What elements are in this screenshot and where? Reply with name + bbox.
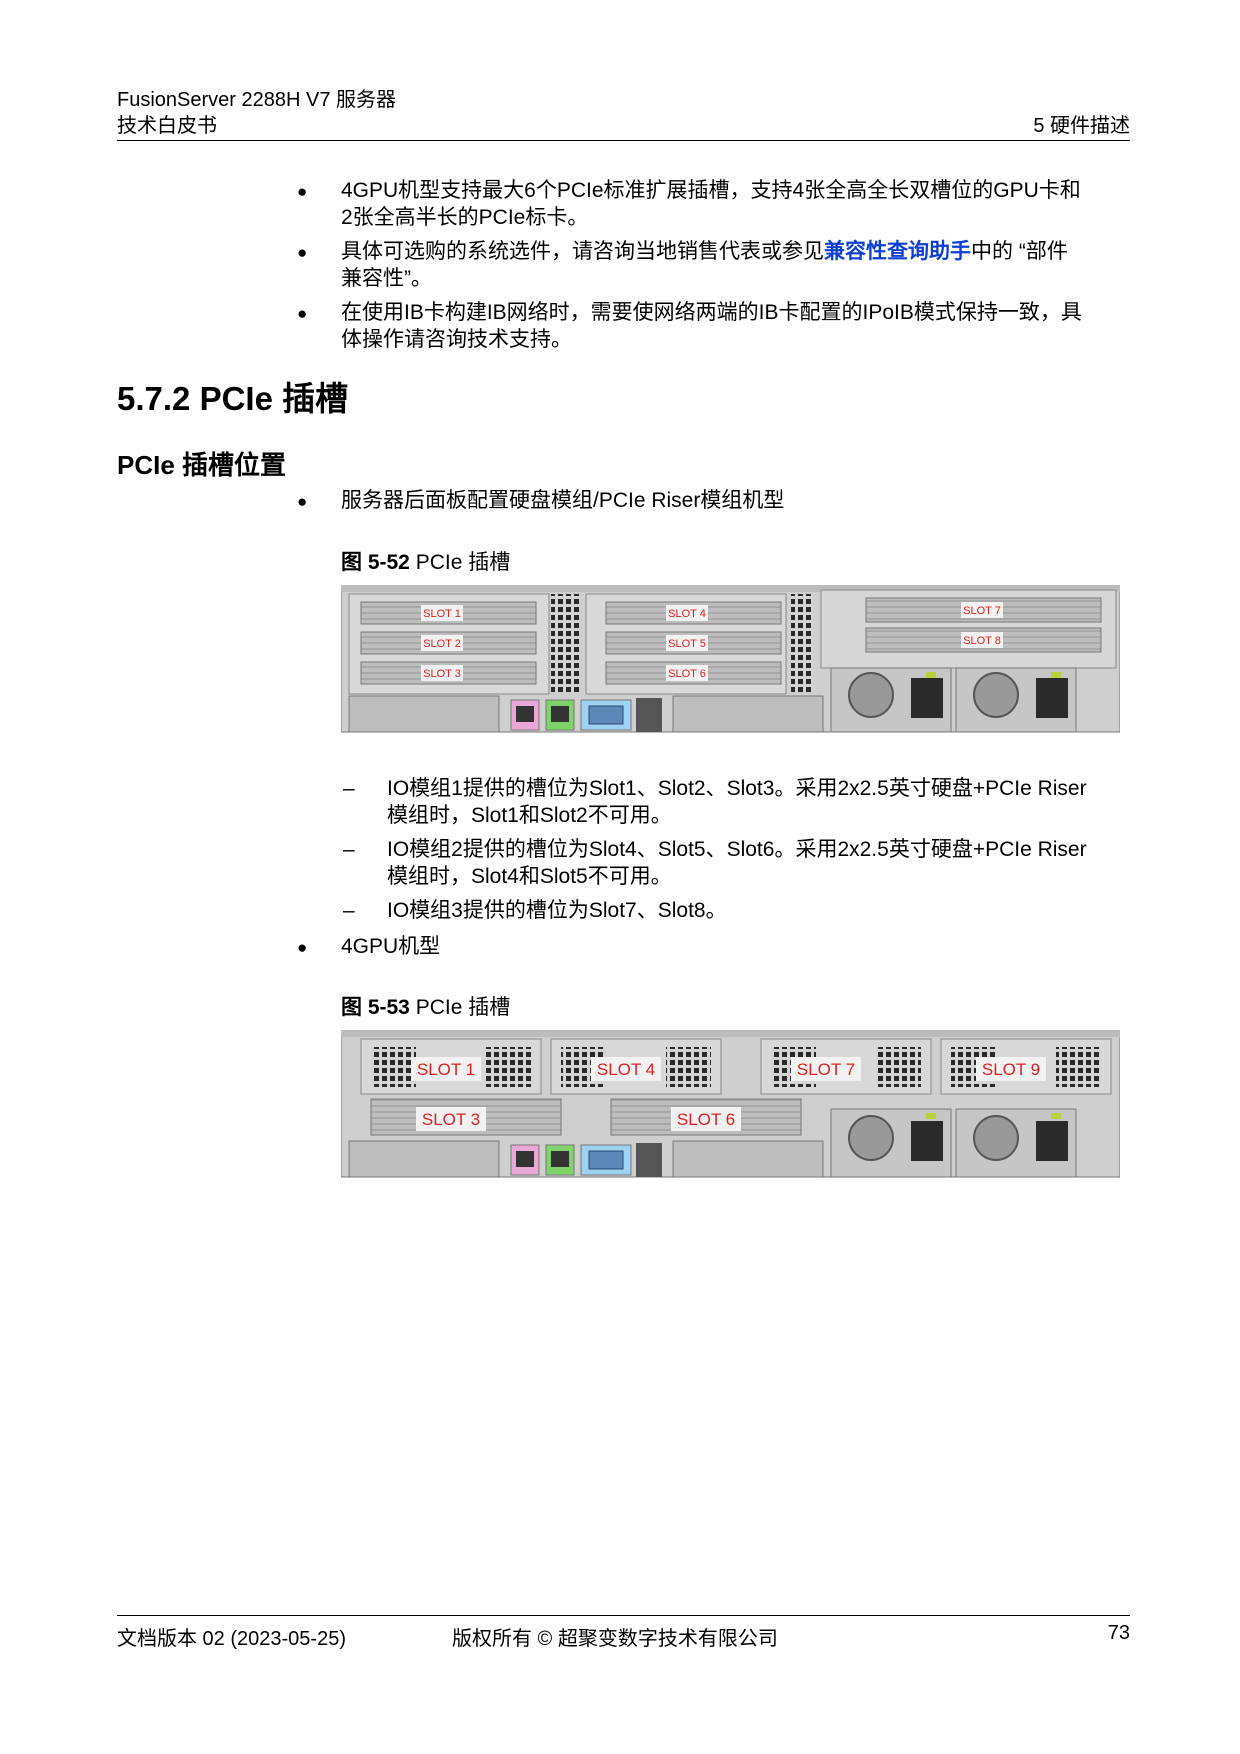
dash-marker: – <box>343 777 355 800</box>
figure2-label: 图 5-53 <box>341 996 410 1019</box>
bullet-item-2-line1: 具体可选购的系统选件，请咨询当地销售代表或参见兼容性查询助手中的 “部件 <box>341 238 1068 265</box>
figure2-title: PCIe 插槽 <box>409 996 511 1019</box>
bullet-item-1-line2: 2张全高半长的PCIe标卡。 <box>341 206 589 229</box>
figure2-rear-panel: SLOT 1 SLOT 4 SLOT 7 SLOT 9 SLOT 3 SLOT … <box>341 1030 1120 1178</box>
figure1-label: 图 5-52 <box>341 551 410 574</box>
figure2-slot-3-label: SLOT 3 <box>422 1110 480 1129</box>
figure1-slot-6-label: SLOT 6 <box>668 668 706 680</box>
header-chapter: 5 硬件描述 <box>1033 115 1130 137</box>
figure1-slot-7-label: SLOT 7 <box>963 605 1001 617</box>
bullet-model-2: 4GPU机型 <box>341 935 441 958</box>
header-product: FusionServer 2288H V7 服务器 <box>117 89 397 111</box>
bullet-dot: ● <box>297 182 308 201</box>
dash-item-3: IO模组3提供的槽位为Slot7、Slot8。 <box>387 899 727 922</box>
footer-page-number: 73 <box>1107 1622 1130 1644</box>
dash-marker: – <box>343 838 355 861</box>
figure1-slot-8-label: SLOT 8 <box>963 635 1001 647</box>
bullet-dot: ● <box>297 938 308 957</box>
figure1-slot-1-label: SLOT 1 <box>423 608 461 620</box>
dash-item-2: IO模组2提供的槽位为Slot4、Slot5、Slot6。采用2x2.5英寸硬盘… <box>387 836 1087 890</box>
bullet-item-3-line2: 体操作请咨询技术支持。 <box>341 328 572 351</box>
dash-item-1-line2: 模组时，Slot1和Slot2不可用。 <box>387 804 672 827</box>
bullet-model-1: 服务器后面板配置硬盘模组/PCIe Riser模组机型 <box>341 489 785 512</box>
figure2-slot-9-label: SLOT 9 <box>982 1060 1040 1079</box>
figure1-slot-4-label: SLOT 4 <box>668 608 706 620</box>
bullet-dot: ● <box>297 492 308 511</box>
footer-version: 文档版本 02 (2023-05-25) <box>117 1628 346 1650</box>
figure1-rear-panel: SLOT 1 SLOT 2 SLOT 3 SLOT 4 SLOT 5 SLOT … <box>341 585 1120 733</box>
bullet-item-3-line1: 在使用IB卡构建IB网络时，需要使网络两端的IB卡配置的IPoIB模式保持一致，… <box>341 301 1082 324</box>
bullet-item-2-text-post: 中的 “部件 <box>971 240 1068 263</box>
bullet-item-2: 具体可选购的系统选件，请咨询当地销售代表或参见兼容性查询助手中的 “部件 兼容性… <box>341 238 1068 292</box>
figure2-caption: 图 5-53 PCIe 插槽 <box>341 991 510 1021</box>
bullet-item-1: 4GPU机型支持最大6个PCIe标准扩展插槽，支持4张全高全长双槽位的GPU卡和… <box>341 177 1081 231</box>
figure1-slot-2-label: SLOT 2 <box>423 638 461 650</box>
header-doc-type: 技术白皮书 <box>117 115 217 137</box>
figure1-slot-3-label: SLOT 3 <box>423 668 461 680</box>
figure1-title: PCIe 插槽 <box>409 551 511 574</box>
figure2-slot-1-label: SLOT 1 <box>417 1060 475 1079</box>
bullet-item-3: 在使用IB卡构建IB网络时，需要使网络两端的IB卡配置的IPoIB模式保持一致，… <box>341 299 1082 353</box>
figure1-slot-labels: SLOT 1 SLOT 2 SLOT 3 SLOT 4 SLOT 5 SLOT … <box>421 602 1003 681</box>
dash-item-1-line1: IO模组1提供的槽位为Slot1、Slot2、Slot3。采用2x2.5英寸硬盘… <box>387 777 1087 800</box>
figure2-slot-7-label: SLOT 7 <box>797 1060 855 1079</box>
dash-item-2-line2: 模组时，Slot4和Slot5不可用。 <box>387 865 672 888</box>
header-rule <box>117 140 1130 141</box>
bullet-item-1-line1: 4GPU机型支持最大6个PCIe标准扩展插槽，支持4张全高全长双槽位的GPU卡和 <box>341 179 1081 202</box>
dash-marker: – <box>343 899 355 922</box>
figure2-slot-labels: SLOT 1 SLOT 4 SLOT 7 SLOT 9 SLOT 3 SLOT … <box>411 1057 1046 1131</box>
figure2-slot-6-label: SLOT 6 <box>677 1110 735 1129</box>
footer-copyright: 版权所有 © 超聚变数字技术有限公司 <box>452 1628 778 1650</box>
bullet-dot: ● <box>297 304 308 323</box>
section-title: 5.7.2 PCIe 插槽 <box>117 380 349 417</box>
subsection-title: PCIe 插槽位置 <box>117 450 287 480</box>
bullet-dot: ● <box>297 243 308 262</box>
dash-item-1: IO模组1提供的槽位为Slot1、Slot2、Slot3。采用2x2.5英寸硬盘… <box>387 775 1087 829</box>
figure2-slot-4-label: SLOT 4 <box>597 1060 655 1079</box>
figure1-caption: 图 5-52 PCIe 插槽 <box>341 546 510 576</box>
bullet-item-2-line2: 兼容性”。 <box>341 267 432 290</box>
figure1-slot-5-label: SLOT 5 <box>668 638 706 650</box>
compatibility-checker-link[interactable]: 兼容性查询助手 <box>824 240 971 263</box>
dash-item-2-line1: IO模组2提供的槽位为Slot4、Slot5、Slot6。采用2x2.5英寸硬盘… <box>387 838 1087 861</box>
footer-rule <box>117 1615 1130 1616</box>
bullet-item-2-text: 具体可选购的系统选件，请咨询当地销售代表或参见 <box>341 240 824 263</box>
